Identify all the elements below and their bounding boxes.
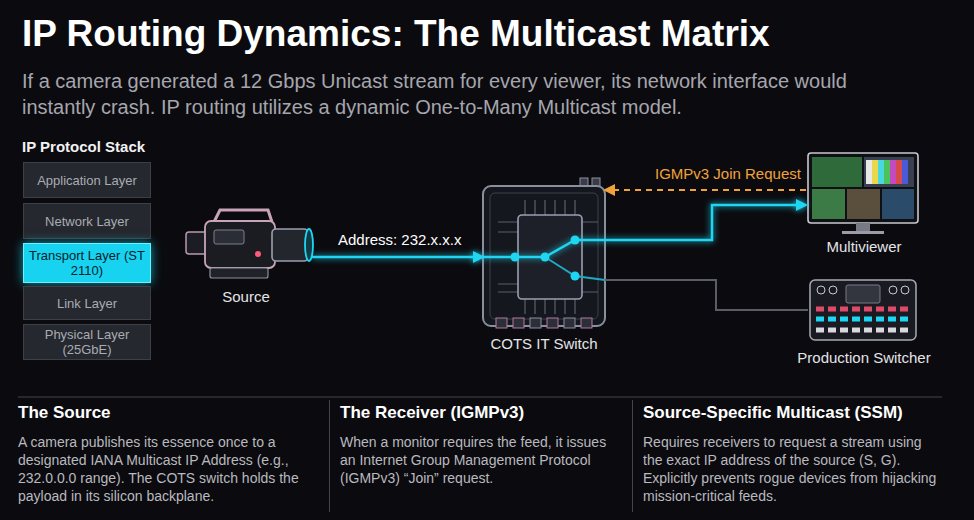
switcher-buttons xyxy=(816,317,908,322)
node-body: When a monitor requires the feed, it iss… xyxy=(340,433,625,487)
monitor-illustration xyxy=(808,153,918,234)
node-body: A camera publishes its essence once to a… xyxy=(18,433,318,505)
switcher-knob xyxy=(829,286,837,294)
node-label: Source-Specific Multicast (SSM) xyxy=(643,402,938,424)
switch-port xyxy=(496,318,507,328)
color-bar xyxy=(890,160,896,184)
protocol-layer: Application Layer xyxy=(23,162,151,198)
monitor-node: Multiviewer xyxy=(806,150,922,257)
node-label: The Source xyxy=(18,402,318,424)
switcher-knob xyxy=(817,286,825,294)
info-column: Source-Specific Multicast (SSM) Requires … xyxy=(632,400,938,512)
color-bar xyxy=(872,160,878,184)
camera-lens xyxy=(272,229,308,261)
switch-junction xyxy=(571,236,580,245)
node-label: Production Switcher xyxy=(768,348,960,368)
node-label: Link Layer xyxy=(53,296,121,311)
color-bar xyxy=(866,160,872,184)
switch-port xyxy=(581,318,592,328)
section-heading: IP Protocol Stack xyxy=(22,137,242,157)
node-body: Requires receivers to request a stream u… xyxy=(643,433,938,505)
node-label: Physical Layer (25GbE) xyxy=(24,327,150,357)
info-column: The Receiver (IGMPv3) When a monitor requ… xyxy=(329,400,625,512)
protocol-layer: Physical Layer (25GbE) xyxy=(23,324,151,360)
switch-port xyxy=(513,318,524,328)
screen-tile xyxy=(812,189,845,219)
switch-path xyxy=(545,257,605,280)
monitor-frame xyxy=(808,153,918,223)
switcher-knob xyxy=(889,286,897,294)
switch-port xyxy=(564,318,575,328)
stream-line xyxy=(605,280,808,310)
screen-tile xyxy=(812,157,862,187)
color-bar xyxy=(896,160,902,184)
node-label: Source xyxy=(140,287,352,307)
node-label: Application Layer xyxy=(33,173,141,188)
protocol-layer: Transport Layer (ST 2110) xyxy=(23,243,151,283)
protocol-layer: Link Layer xyxy=(23,286,151,320)
camera-node: Source xyxy=(180,200,312,307)
switcher-buttons xyxy=(816,307,908,312)
node-label: COTS IT Switch xyxy=(443,334,645,354)
switch-illustration xyxy=(483,178,605,328)
edge-label: Address: 232.x.x.x xyxy=(338,231,461,249)
switch-port xyxy=(547,318,558,328)
monitor-stand xyxy=(856,223,870,231)
switch-junction xyxy=(571,272,580,281)
join-request-arrow xyxy=(605,189,806,191)
diagram-title: IP Routing Dynamics: The Multicast Matri… xyxy=(22,12,770,56)
switcher-body xyxy=(810,280,916,340)
lens-glass xyxy=(305,229,313,261)
switch-node: COTS IT Switch xyxy=(483,184,605,354)
color-bar xyxy=(884,160,890,184)
circuit-traces xyxy=(498,200,598,314)
monitor-base xyxy=(842,231,884,234)
stream-arrow xyxy=(312,256,483,259)
color-bar xyxy=(902,160,908,184)
screen-tile xyxy=(847,189,880,219)
switcher-buttons xyxy=(816,328,908,333)
info-column: The Source A camera publishes its essence… xyxy=(18,400,318,512)
switcher-knob xyxy=(901,286,909,294)
switch-port xyxy=(530,318,541,328)
divider-line xyxy=(18,397,942,398)
switcher-illustration xyxy=(810,280,916,340)
node-label: The Receiver (IGMPv3) xyxy=(340,402,625,424)
switch-junction xyxy=(511,253,520,262)
switcher-node: Production Switcher xyxy=(808,276,920,368)
node-label: Network Layer xyxy=(41,214,133,229)
edge-label: IGMPv3 Join Request xyxy=(655,165,801,183)
node-label: Multiviewer xyxy=(766,237,962,257)
screen-tile xyxy=(882,189,914,219)
switcher-screen xyxy=(846,285,880,303)
camera-panel xyxy=(214,230,244,244)
switch-junction xyxy=(541,253,550,262)
stream-arrow xyxy=(605,205,806,240)
screen-tile xyxy=(864,157,914,187)
subtitle-text: If a camera generated a 12 Gbps Unicast … xyxy=(22,68,922,120)
switch-chassis xyxy=(483,186,605,326)
node-label: Transport Layer (ST 2110) xyxy=(24,248,150,278)
camera-illustration xyxy=(186,210,313,278)
tally-light xyxy=(255,251,261,257)
camera-plate xyxy=(210,268,268,278)
color-bar xyxy=(878,160,884,184)
protocol-layer: Network Layer xyxy=(23,203,151,239)
camera-body xyxy=(205,221,275,268)
